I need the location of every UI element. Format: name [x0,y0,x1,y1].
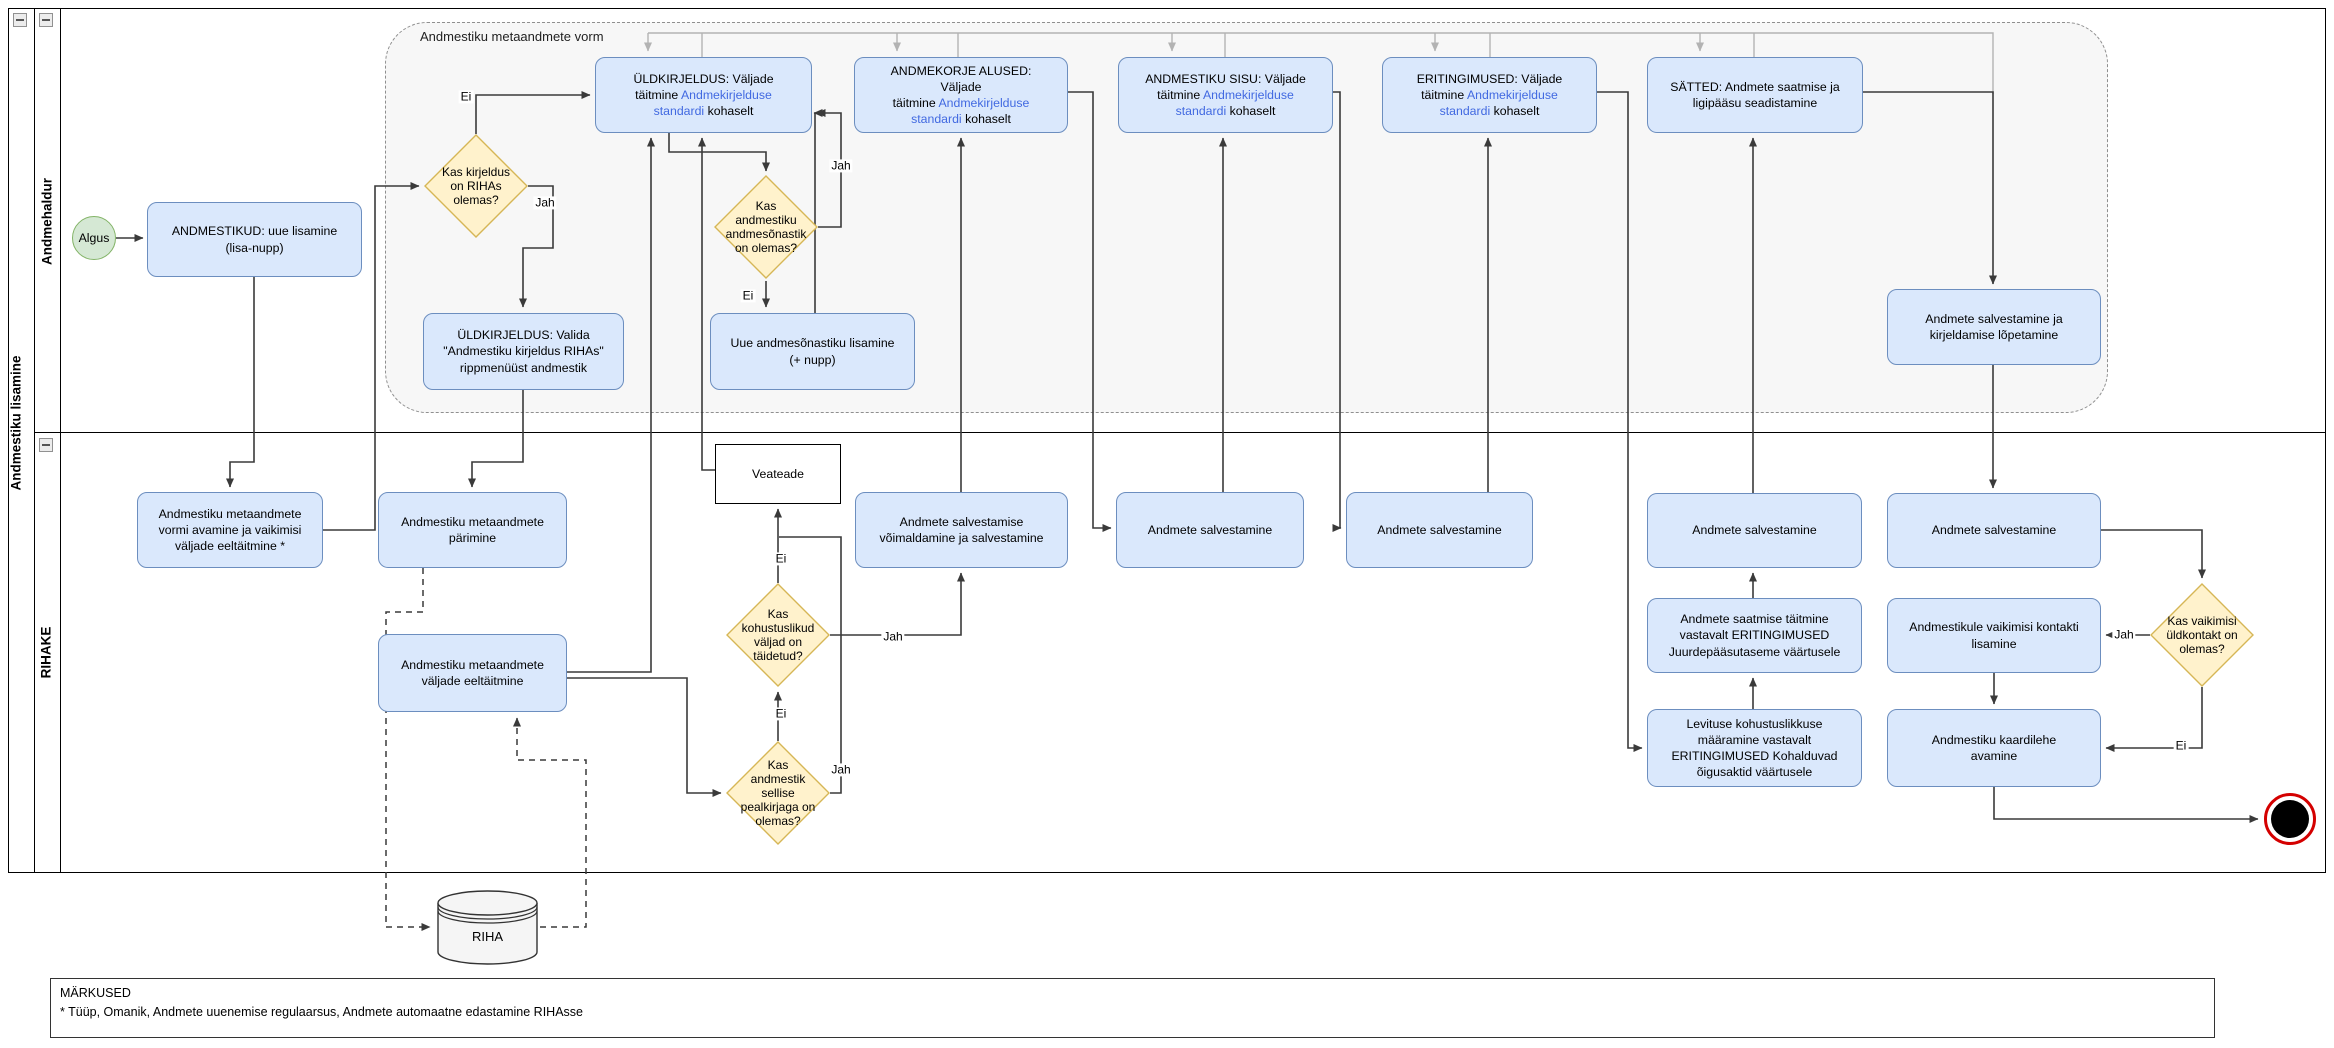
edge-label-jah: Jah [829,158,853,173]
minus-icon [42,19,50,21]
cylinder-icon: RIHA [437,890,538,965]
task-andmete-saatmise-taitmine[interactable]: Andmete saatmise täitmine vastavalt ERIT… [1647,598,1862,673]
edge-label-ei: Ei [2173,738,2189,753]
collapse-lane-andmehaldur-button[interactable] [39,13,53,27]
decision-kas-andmesonastik-olemas[interactable]: Kas andmestiku andmesõnastik on olemas? [714,175,818,279]
task-kaardilehe-avamine[interactable]: Andmestiku kaardilehe avamine [1887,709,2101,787]
task-andmekorje-alused-taitmine[interactable]: ANDMEKORJE ALUSED: Väljade täitmine Andm… [854,57,1068,133]
end-event-inner [2271,800,2309,838]
task-veateade[interactable]: Veateade [715,444,841,504]
edge-label-jah: Jah [2112,627,2136,642]
minus-icon [16,19,24,21]
edge-label-jah: Jah [881,629,905,644]
task-andmete-salvestamine-1[interactable]: Andmete salvestamine [1116,492,1304,568]
minus-icon [42,444,50,446]
collapse-lane-rihake-button[interactable] [39,438,53,452]
task-andmete-salvestamine-4[interactable]: Andmete salvestamine [1887,493,2101,568]
decision-kas-vaikimisi-uldkontakt-olemas[interactable]: Kas vaikimisi üldkontakt on olemas? [2150,583,2254,687]
task-metaandmete-parimine[interactable]: Andmestiku metaandmete pärimine [378,492,567,568]
task-satted-seadistamine[interactable]: SÄTTED: Andmete saatmise ja ligipääsu se… [1647,57,1863,133]
task-andmestiku-sisu-taitmine[interactable]: ANDMESTIKU SISU: Väljade täitmine Andmek… [1118,57,1333,133]
task-uldkirjeldus-valida-rippmenuust[interactable]: ÜLDKIRJELDUS: Valida "Andmestiku kirjeld… [423,313,624,390]
notes-body: * Tüüp, Omanik, Andmete uuenemise regula… [60,1004,583,1019]
edge-label-ei: Ei [740,288,756,303]
edge-label-ei: Ei [773,551,789,566]
task-salvestamine-ja-lopetamine[interactable]: Andmete salvestamine ja kirjeldamise lõp… [1887,289,2101,365]
notes-box: MÄRKUSED * Tüüp, Omanik, Andmete uuenemi… [50,978,2215,1038]
datastore-riha[interactable]: RIHA [437,890,538,965]
andmekirjelduse-standardi-link[interactable]: Andmekirjelduse standardi [1439,87,1558,119]
collapse-pool-button[interactable] [13,13,27,27]
task-uue-andmesonastiku-lisamine[interactable]: Uue andmesõnastiku lisamine (+ nupp) [710,313,915,390]
edge-label-jah: Jah [533,195,557,210]
task-vaikimisi-kontakti-lisamine[interactable]: Andmestikule vaikimisi kontakti lisamine [1887,598,2101,673]
decision-kas-kirjeldus-rihas-olemas[interactable]: Kas kirjeldus on RIHAs olemas? [424,134,528,238]
decision-kas-kohustuslikud-valjad-taidetud[interactable]: Kas kohustuslikud väljad on täidetud? [726,583,830,687]
task-uldkirjeldus-taitmine[interactable]: ÜLDKIRJELDUS: Väljade täitmine Andmekirj… [595,57,812,133]
task-levituse-kohustuslikkuse-maaramine[interactable]: Levituse kohustuslikkuse määramine vasta… [1647,709,1862,787]
start-event[interactable]: Algus [72,216,116,260]
end-event[interactable] [2264,793,2316,845]
task-metaandmete-valjade-eeltaitmine[interactable]: Andmestiku metaandmete väljade eeltäitmi… [378,634,567,712]
lane-label-column [35,8,61,873]
edge-label-ei: Ei [773,706,789,721]
pool-border [8,8,2326,873]
task-andmete-salvestamine-2[interactable]: Andmete salvestamine [1346,492,1533,568]
task-salvestamise-voimaldamine[interactable]: Andmete salvestamise võimaldamine ja sal… [855,492,1068,568]
svg-text:RIHA: RIHA [472,929,503,944]
andmekirjelduse-standardi-link[interactable]: Andmekirjelduse standardi [1175,87,1294,119]
task-andmestikud-uue-lisamine[interactable]: ANDMESTIKUD: uue lisamine (lisa-nupp) [147,202,362,277]
lane-separator [35,432,2326,433]
edge-label-jah: Jah [829,762,853,777]
andmekirjelduse-standardi-link[interactable]: Andmekirjelduse standardi [911,96,1030,127]
task-andmete-salvestamine-3[interactable]: Andmete salvestamine [1647,493,1862,568]
task-eritingimused-taitmine[interactable]: ERITINGIMUSED: Väljade täitmine Andmekir… [1382,57,1597,133]
andmekirjelduse-standardi-link[interactable]: Andmekirjelduse standardi [653,87,772,119]
pool-title-column [8,8,35,873]
decision-kas-andmestik-pealkirjaga-olemas[interactable]: Kas andmestik sellise pealkirjaga on ole… [726,741,830,845]
edge-label-ei: Ei [458,89,474,104]
notes-title: MÄRKUSED [60,986,131,1000]
metadata-form-group-label: Andmestiku metaandmete vorm [420,29,604,44]
task-vormi-avamine-eeltaitmine[interactable]: Andmestiku metaandmete vormi avamine ja … [137,492,323,568]
